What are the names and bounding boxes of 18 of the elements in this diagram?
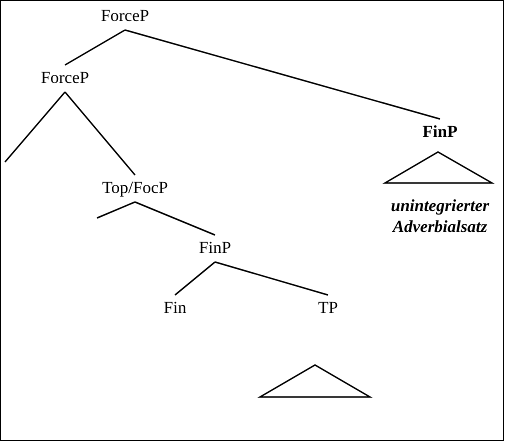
node-label: ForceP xyxy=(25,68,105,88)
branch-line xyxy=(124,29,440,120)
node-label: FinP xyxy=(185,238,245,258)
branch-line xyxy=(64,92,136,176)
caption-text: unintegrierter Adverbialsatz xyxy=(390,195,490,237)
branch-line xyxy=(64,29,126,66)
branch-line xyxy=(96,201,136,219)
node-label: Fin xyxy=(150,298,200,318)
branch-line xyxy=(4,92,66,162)
branch-line xyxy=(214,261,328,296)
branch-line xyxy=(134,201,216,236)
node-label: FinP xyxy=(410,122,470,142)
triangle xyxy=(382,151,495,184)
node-label: Top/FocP xyxy=(90,178,180,198)
triangle xyxy=(257,364,373,398)
node-label: ForceP xyxy=(85,6,165,26)
branch-line xyxy=(174,261,216,296)
node-label: TP xyxy=(303,298,353,318)
